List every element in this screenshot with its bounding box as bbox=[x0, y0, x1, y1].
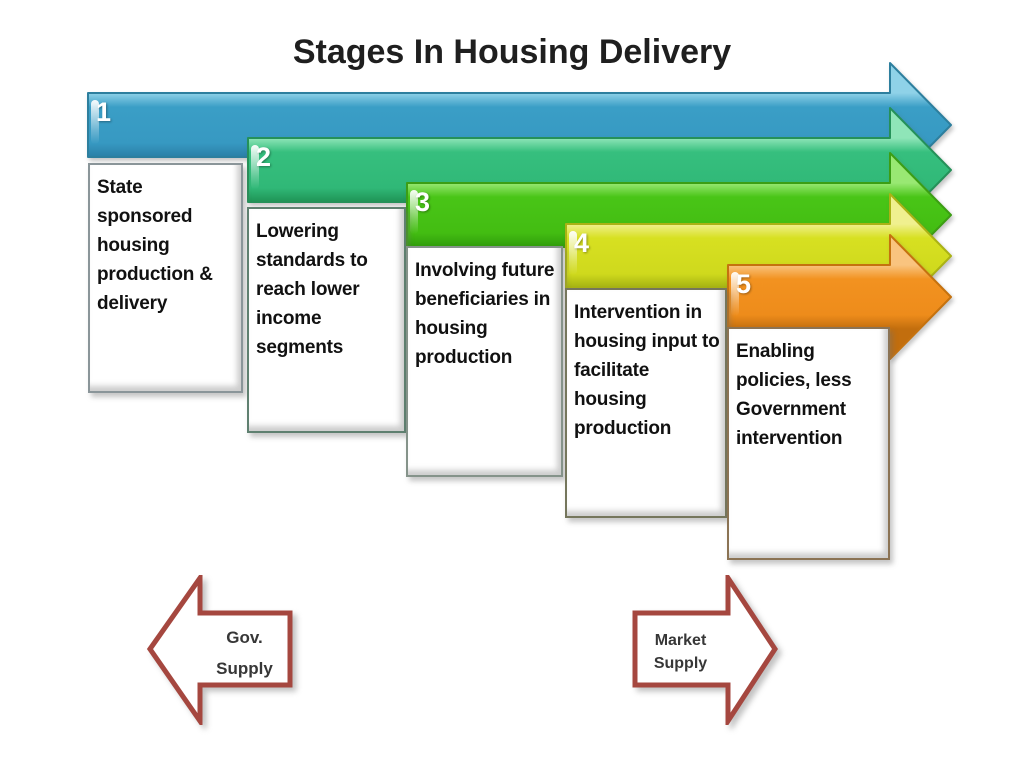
stage-4-number: 4 bbox=[574, 228, 590, 258]
stage-3-box: Involving future beneficiaries in housin… bbox=[406, 246, 563, 477]
stage-3-gloss bbox=[410, 190, 418, 234]
stage-1-number: 1 bbox=[96, 97, 112, 127]
stage-1-gloss bbox=[91, 100, 99, 144]
stage-1-box: State sponsored housing production & del… bbox=[88, 163, 243, 393]
stage-4-label: Intervention in housing input to facilit… bbox=[574, 302, 720, 439]
market-supply-label: Market Supply bbox=[633, 629, 728, 675]
market-supply-arrow bbox=[632, 575, 778, 725]
stage-2-box: Lowering standards to reach lower income… bbox=[247, 207, 406, 433]
stage-2-number: 2 bbox=[256, 142, 272, 172]
gov-supply-arrow bbox=[147, 575, 293, 725]
stage-2-label: Lowering standards to reach lower income… bbox=[256, 221, 368, 358]
gov-supply-label: Gov. Supply bbox=[197, 622, 292, 684]
stage-5-gloss bbox=[731, 272, 739, 316]
stage-4-gloss bbox=[569, 231, 577, 275]
stage-3-number: 3 bbox=[415, 187, 431, 217]
page-title: Stages In Housing Delivery bbox=[292, 33, 732, 71]
stage-5-box: Enabling policies, less Government inter… bbox=[727, 327, 890, 560]
gov-supply-line1: Gov. bbox=[226, 628, 263, 647]
stage-1-label: State sponsored housing production & del… bbox=[97, 177, 213, 314]
stage-3-label: Involving future beneficiaries in housin… bbox=[415, 260, 555, 368]
gov-supply-line2: Supply bbox=[216, 659, 273, 678]
stage-4-box: Intervention in housing input to facilit… bbox=[565, 288, 727, 518]
stage-5-label: Enabling policies, less Government inter… bbox=[736, 341, 852, 449]
stage-5-number: 5 bbox=[736, 269, 752, 299]
stage-2-gloss bbox=[251, 145, 259, 189]
market-supply-line1: Market bbox=[654, 632, 707, 649]
market-supply-line2: Supply bbox=[653, 655, 708, 672]
